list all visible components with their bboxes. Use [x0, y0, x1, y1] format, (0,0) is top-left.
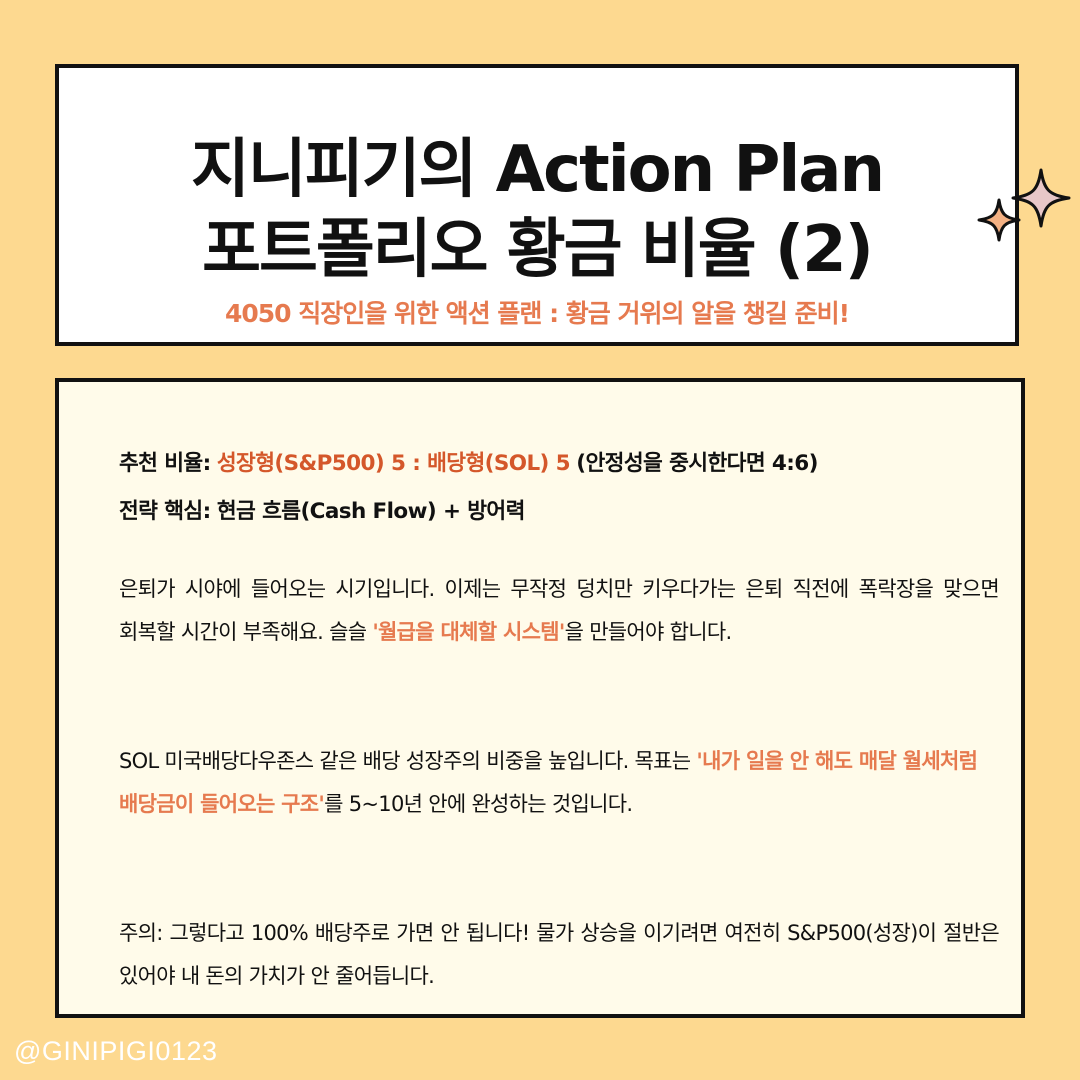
recommendation-label: 추천 비율:: [119, 451, 211, 476]
content-card: 추천 비율: 성장형(S&P500) 5 : 배당형(SOL) 5 (안정성을 …: [55, 378, 1025, 1018]
paragraph-dividend-text: SOL 미국배당다우존스 같은 배당 성장주의 비중을 높입니다. 목표는: [119, 749, 697, 773]
sparkle-icon: [977, 168, 1071, 242]
paragraph-dividend: SOL 미국배당다우존스 같은 배당 성장주의 비중을 높입니다. 목표는 '내…: [119, 740, 999, 826]
paragraph-retirement-highlight: '월급을 대체할 시스템': [372, 620, 565, 644]
title-card: 지니피기의 Action Plan 포트폴리오 황금 비율 (2) 4050 직…: [55, 64, 1071, 346]
strategy-row: 전략 핵심: 현금 흐름(Cash Flow) + 방어력: [119, 494, 525, 525]
paragraph-dividend-end: 를 5~10년 안에 완성하는 것입니다.: [324, 792, 633, 816]
page-title-line2: 포트폴리오 황금 비율 (2): [202, 213, 874, 287]
paragraph-caution: 주의: 그렇다고 100% 배당주로 가면 안 됩니다! 물가 상승을 이기려면…: [119, 921, 1000, 988]
page-title-line1: 지니피기의 Action Plan: [190, 133, 885, 207]
paragraph-dividend-highlight: '내가 일을 안 해도 매달 월세처럼 배당금이 들어오는 구조': [119, 749, 978, 816]
recommendation-ratio: 성장형(S&P500) 5 : 배당형(SOL) 5: [216, 451, 571, 476]
author-handle: @GINIPIGI0123: [14, 1036, 218, 1066]
recommendation-note: (안정성을 중시한다면 4:6): [576, 451, 818, 476]
page-subtitle: 4050 직장인을 위한 액션 플랜 : 황금 거위의 알을 챙길 준비!: [224, 299, 850, 328]
paragraph-retirement-end: 을 만들어야 합니다.: [564, 620, 733, 644]
recommendation-row: 추천 비율: 성장형(S&P500) 5 : 배당형(SOL) 5 (안정성을 …: [119, 446, 818, 477]
paragraph-retirement-text: 은퇴가 시야에 들어오는 시기입니다. 이제는 무작정 덩치만 키우다가는 은퇴…: [119, 577, 1000, 644]
strategy-label: 전략 핵심:: [119, 499, 211, 524]
strategy-text: 현금 흐름(Cash Flow) + 방어력: [216, 499, 526, 524]
paragraph-retirement: 은퇴가 시야에 들어오는 시기입니다. 이제는 무작정 덩치만 키우다가는 은퇴…: [119, 568, 1000, 654]
